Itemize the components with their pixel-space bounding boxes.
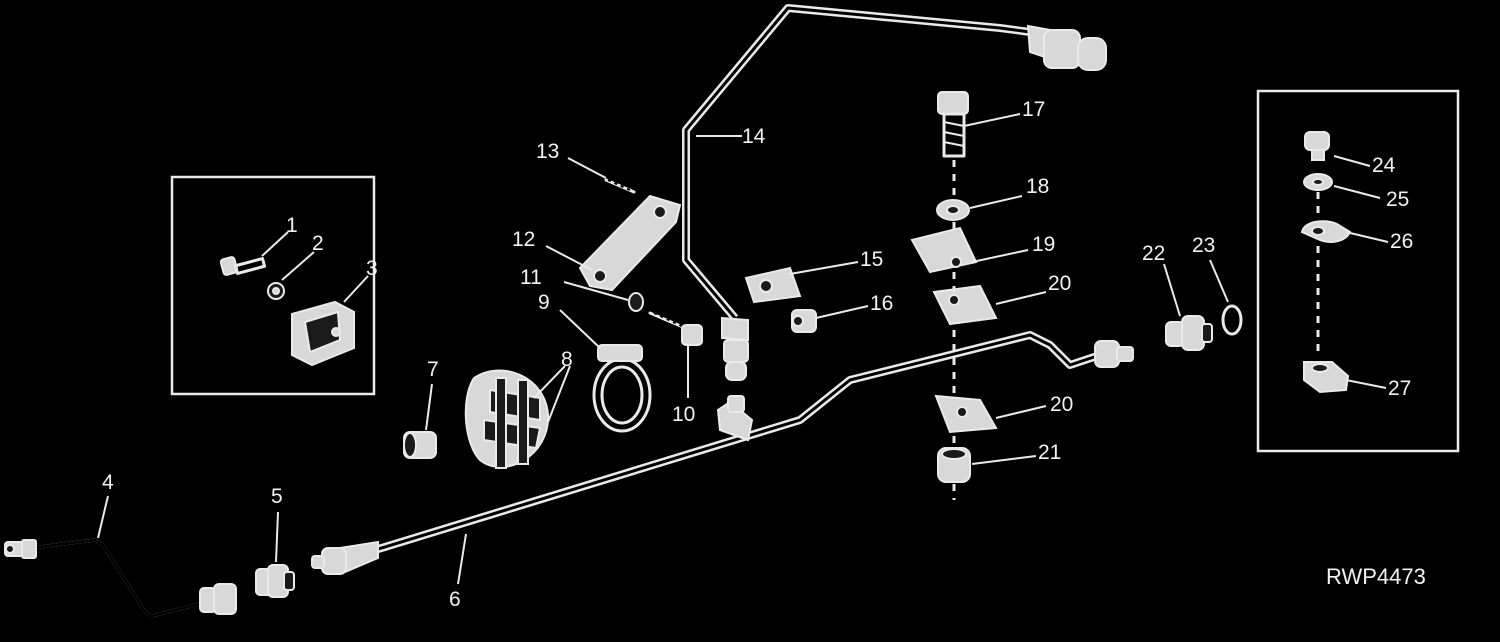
callout-4: 4 [102,471,114,494]
part-8-coupler [464,369,550,469]
part-20-clip-lower [934,394,998,434]
part-23-o-ring [1221,304,1243,336]
callout-14: 14 [742,125,766,148]
part-24-screw [1304,131,1330,161]
callout-3: 3 [366,257,378,280]
part-14-tube [682,4,1107,381]
callout-26: 26 [1390,230,1413,253]
part-22-fitting [1165,315,1213,351]
part-25-washer [1303,173,1333,191]
part-5-fitting [255,564,295,598]
part-10-bolt [648,311,703,346]
callout-8: 8 [561,348,573,371]
part-21-spacer [937,447,971,483]
callout-9: 9 [538,291,550,314]
callout-19: 19 [1032,233,1055,256]
callout-21: 21 [1038,441,1061,464]
part-4-tube [4,538,237,618]
callout-2: 2 [312,232,324,255]
callout-13: 13 [536,140,559,163]
callout-20-lower: 20 [1050,393,1073,416]
part-18-washer [936,199,970,221]
inset-box-right [1256,89,1460,453]
part-3-bracket-clip [291,300,355,367]
figure-reference-code: RWP4473 [1326,564,1426,589]
leader-lines [97,113,1389,585]
callout-20-upper: 20 [1048,272,1071,295]
part-12-bracket [578,194,682,292]
part-13-bolt [604,178,636,194]
part-20-clip-upper [932,284,998,326]
callout-10: 10 [672,403,695,426]
part-27-clamp [1303,361,1350,394]
callout-25: 25 [1386,188,1409,211]
part-6-tube [311,331,1134,575]
part-7-spacer [403,431,437,459]
part-17-bolt [937,91,969,158]
part-15-clip [744,266,802,304]
callout-27: 27 [1388,377,1411,400]
part-2-washer [267,282,285,300]
part-11-washer [628,292,644,312]
part-1-bolt [219,256,267,276]
callout-6: 6 [449,588,461,611]
callout-15: 15 [860,248,883,271]
callout-7: 7 [427,358,439,381]
callout-11: 11 [520,266,542,289]
callout-labels: 1 2 3 4 5 6 7 8 9 10 11 12 13 14 15 16 1… [102,98,1413,611]
callout-18: 18 [1026,175,1049,198]
part-19-clip [910,226,978,274]
mounting-bracket [716,395,754,442]
callout-24: 24 [1372,154,1396,177]
part-9-hose-clamp [592,344,652,433]
callout-1: 1 [286,214,298,237]
callout-5: 5 [271,485,283,508]
callout-23: 23 [1192,234,1215,257]
callout-22: 22 [1142,242,1165,265]
part-26-clamp [1300,220,1352,243]
callout-16: 16 [870,292,893,315]
callout-17: 17 [1022,98,1045,121]
callout-12: 12 [512,228,535,251]
inset-box-left [170,175,376,396]
part-16-nut [791,309,817,333]
